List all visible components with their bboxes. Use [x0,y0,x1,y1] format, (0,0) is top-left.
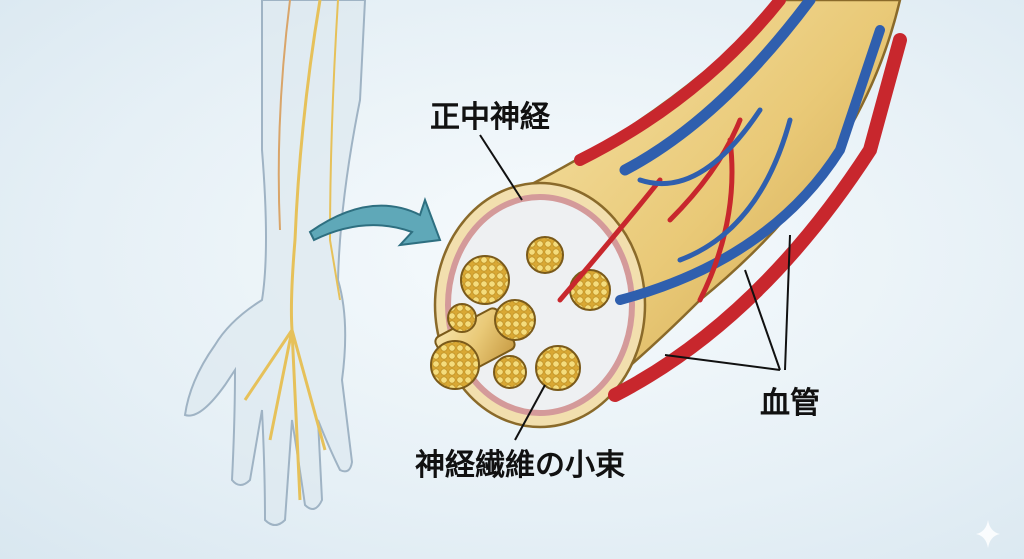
zoom-arrow-icon [308,197,442,247]
nerve-cross-section [430,0,902,429]
leader-lines [479,134,791,441]
sparkle-icon [976,520,1000,548]
label-nerve-fascicles: 神経繊維の小束 [415,448,625,483]
blood-vessels [557,0,907,402]
label-blood-vessels: 血管 [760,386,820,421]
forearm-hand-outline [183,0,367,526]
label-median-nerve: 正中神経 [430,100,550,135]
